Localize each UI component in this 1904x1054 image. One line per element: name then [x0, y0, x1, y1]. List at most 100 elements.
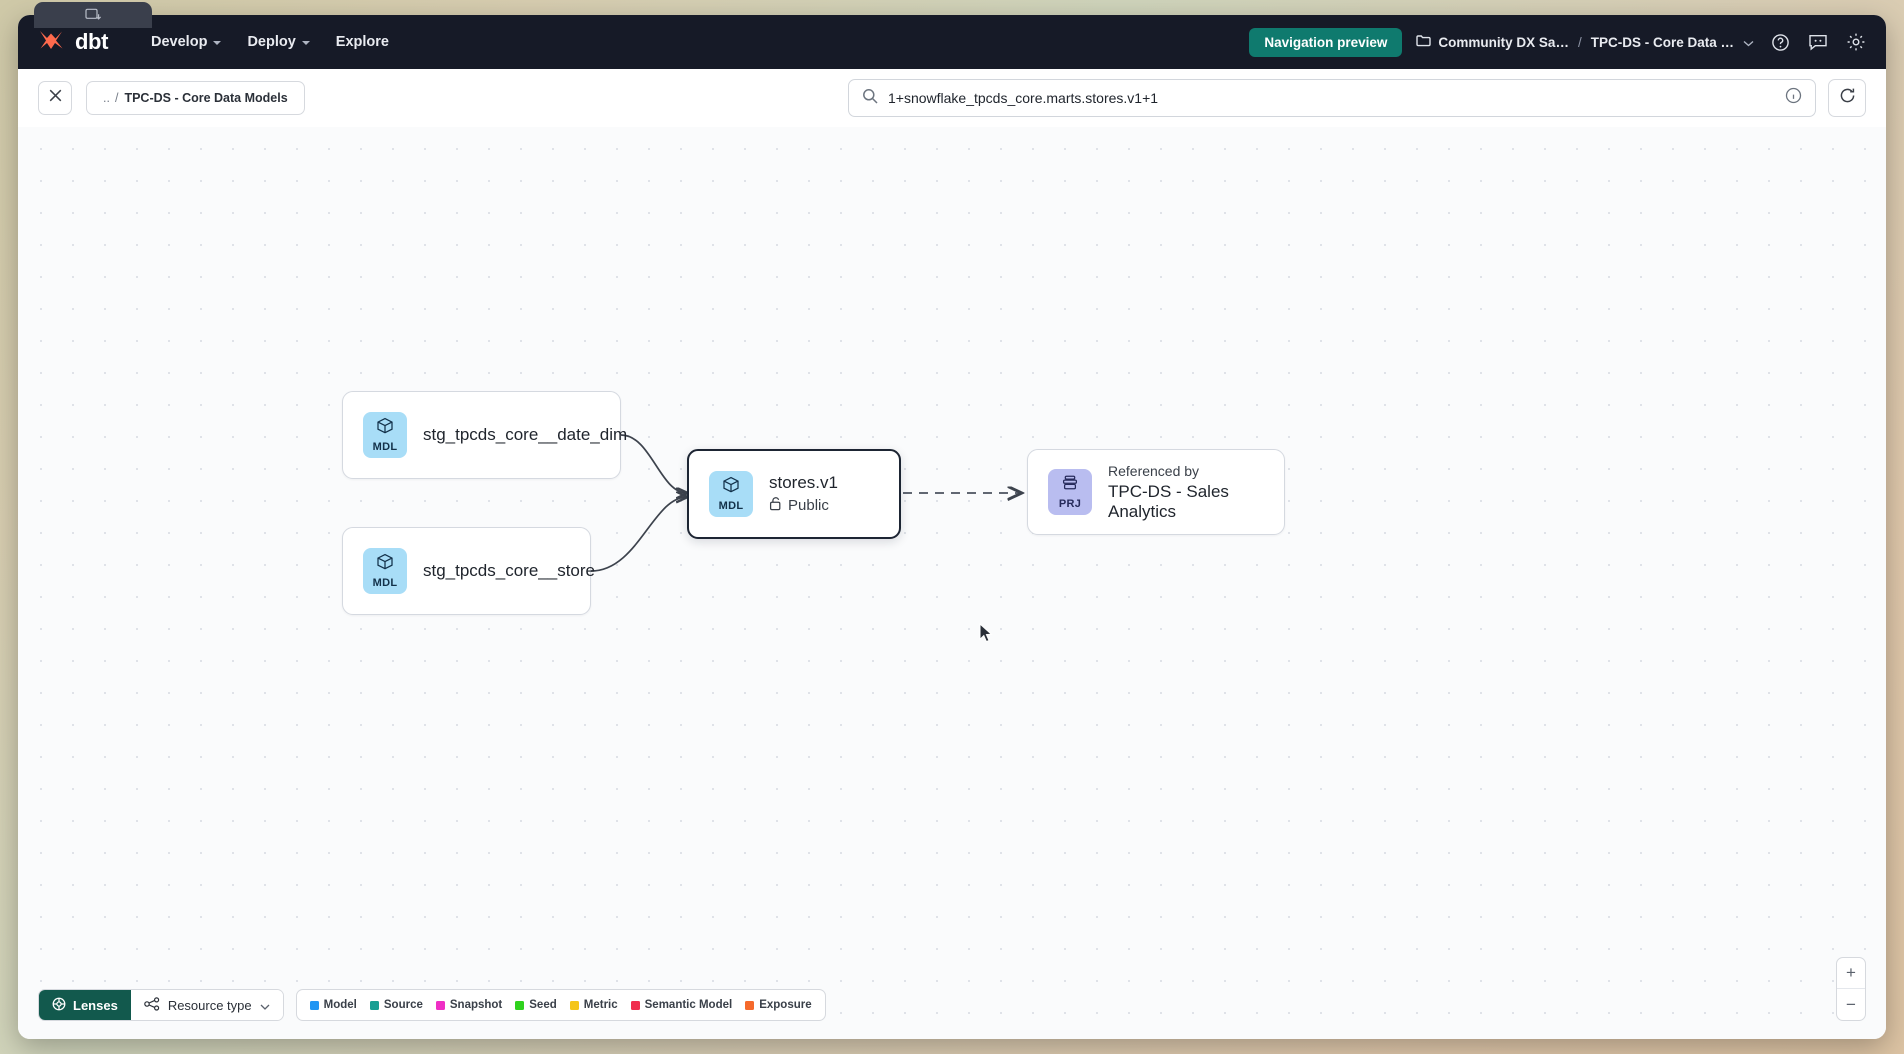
breadcrumb[interactable]: .. / TPC-DS - Core Data Models — [86, 81, 305, 115]
lens-control-group: Lenses Resource type — [38, 989, 284, 1021]
nav-item-deploy-label: Deploy — [247, 34, 296, 50]
graph-node-stg-tpcds-core-store[interactable]: MDL stg_tpcds_core__store — [342, 527, 595, 615]
unlock-icon — [769, 496, 782, 515]
lineage-edges — [590, 434, 1886, 572]
legend-label: Exposure — [759, 999, 812, 1011]
chevron-down-icon — [213, 41, 222, 45]
layers-icon — [1061, 474, 1079, 497]
graph-node-referenced-by-project[interactable]: PRJ Referenced by TPC-DS - Sales Analyti… — [1027, 449, 1285, 535]
legend-item-metric: Metric — [569, 999, 618, 1011]
graph-node-stg-tpcds-core-date-dim[interactable]: MDL stg_tpcds_core__date_dim — [342, 391, 627, 479]
legend-item-source: Source — [369, 999, 423, 1011]
lenses-button[interactable]: Lenses — [39, 990, 131, 1020]
search-icon — [862, 88, 878, 109]
close-icon — [48, 88, 63, 108]
cube-icon — [376, 417, 394, 440]
legend-swatch — [515, 1000, 525, 1010]
node-badge-label: MDL — [372, 441, 398, 453]
brand-wordmark: dbt — [75, 29, 109, 54]
project-name[interactable]: TPC-DS - Core Data … — [1590, 34, 1734, 50]
app-window: dbt Develop Deploy Explore Navigation pr… — [18, 15, 1886, 1039]
lineage-toolbar: .. / TPC-DS - Core Data Models — [18, 69, 1886, 127]
legend-item-seed: Seed — [515, 999, 557, 1011]
refresh-icon — [1839, 87, 1856, 109]
nav-item-explore-label: Explore — [335, 34, 389, 50]
folder-icon — [1416, 34, 1432, 50]
graph-node-stores-v1[interactable]: MDL stores.v1 Public — [687, 449, 901, 539]
legend-swatch — [569, 1000, 579, 1010]
resource-type-label: Resource type — [167, 997, 252, 1013]
breadcrumb-label: TPC-DS - Core Data Models — [124, 91, 288, 105]
legend-swatch — [435, 1000, 445, 1010]
lenses-label: Lenses — [73, 997, 118, 1013]
cube-icon — [722, 476, 740, 499]
legend-item-model: Model — [309, 999, 357, 1011]
browser-tab[interactable] — [34, 2, 152, 28]
dbt-mark-icon — [36, 28, 66, 56]
resource-type-dropdown[interactable]: Resource type — [130, 990, 283, 1020]
node-referenced-by-label: Referenced by — [1108, 462, 1200, 479]
account-breadcrumb: Community DX Sa… / TPC-DS - Core Data … — [1416, 34, 1754, 50]
nav-item-develop[interactable]: Develop — [138, 28, 234, 56]
legend-swatch — [309, 1000, 319, 1010]
lens-icon — [52, 997, 66, 1014]
top-navigation-right-group: Navigation preview Community DX Sa… / TP… — [1249, 27, 1868, 57]
nav-item-explore[interactable]: Explore — [323, 28, 402, 56]
settings-icon[interactable] — [1844, 30, 1868, 54]
node-badge-label: MDL — [372, 577, 398, 589]
node-badge-label: MDL — [718, 500, 744, 512]
close-button[interactable] — [38, 81, 72, 115]
legend-label: Model — [323, 999, 357, 1011]
node-text-group: stores.v1 Public — [769, 473, 838, 515]
resource-type-legend: Model Source Snapshot Seed Metric — [295, 989, 826, 1021]
node-project-label: TPC-DS - Sales Analytics — [1108, 481, 1229, 521]
dbt-logo[interactable]: dbt — [36, 28, 108, 56]
info-icon[interactable] — [1785, 87, 1802, 109]
node-text-group: Referenced by TPC-DS - Sales Analytics — [1108, 463, 1264, 522]
legend-label: Source — [383, 999, 423, 1011]
nav-item-develop-label: Develop — [151, 34, 208, 50]
lineage-search-box[interactable] — [848, 79, 1816, 117]
breadcrumb-slash: / — [114, 91, 119, 105]
nav-item-deploy[interactable]: Deploy — [234, 28, 322, 56]
node-access-row: Public — [769, 496, 838, 515]
lineage-canvas[interactable]: MDL stg_tpcds_core__date_dim MDL stg_tpc… — [18, 127, 1886, 1039]
search-input[interactable] — [888, 90, 1775, 106]
account-name[interactable]: Community DX Sa… — [1438, 34, 1569, 50]
node-label: stg_tpcds_core__date_dim — [423, 425, 628, 444]
node-access-label: Public — [788, 497, 829, 514]
chevron-down-icon[interactable] — [1743, 35, 1754, 50]
cube-icon — [376, 553, 394, 576]
node-title: stores.v1 — [769, 473, 838, 492]
node-badge-prj: PRJ — [1048, 469, 1092, 515]
legend-swatch — [369, 1000, 379, 1010]
help-icon[interactable] — [1768, 30, 1792, 54]
legend-label: Seed — [529, 999, 557, 1011]
chevron-down-icon — [301, 41, 310, 45]
node-badge-label: PRJ — [1058, 498, 1082, 510]
breadcrumb-dots: .. — [103, 91, 110, 105]
legend-item-semantic-model: Semantic Model — [630, 999, 733, 1011]
legend-item-exposure: Exposure — [745, 999, 812, 1011]
edge-store-to-stores — [590, 497, 687, 572]
node-badge-mdl: MDL — [363, 412, 407, 458]
nodes-icon — [144, 996, 160, 1014]
node-label: stg_tpcds_core__store — [423, 561, 595, 580]
breadcrumb-separator: / — [1577, 34, 1582, 50]
legend-label: Snapshot — [449, 999, 503, 1011]
legend-label: Semantic Model — [644, 999, 733, 1011]
top-navigation-bar: dbt Develop Deploy Explore Navigation pr… — [18, 15, 1886, 69]
legend-item-snapshot: Snapshot — [435, 999, 503, 1011]
zoom-in-button[interactable]: + — [1837, 958, 1865, 989]
refresh-button[interactable] — [1828, 79, 1866, 117]
navigation-preview-button[interactable]: Navigation preview — [1249, 27, 1403, 57]
feedback-icon[interactable] — [1806, 30, 1830, 54]
bottom-toolbar: Lenses Resource type — [38, 989, 826, 1021]
search-group — [848, 79, 1866, 117]
zoom-controls: + − — [1836, 957, 1866, 1021]
legend-label: Metric — [583, 999, 618, 1011]
zoom-out-button[interactable]: − — [1846, 994, 1856, 1014]
edge-date-dim-to-stores — [620, 434, 687, 493]
legend-swatch — [745, 1000, 755, 1010]
node-badge-mdl: MDL — [363, 548, 407, 594]
